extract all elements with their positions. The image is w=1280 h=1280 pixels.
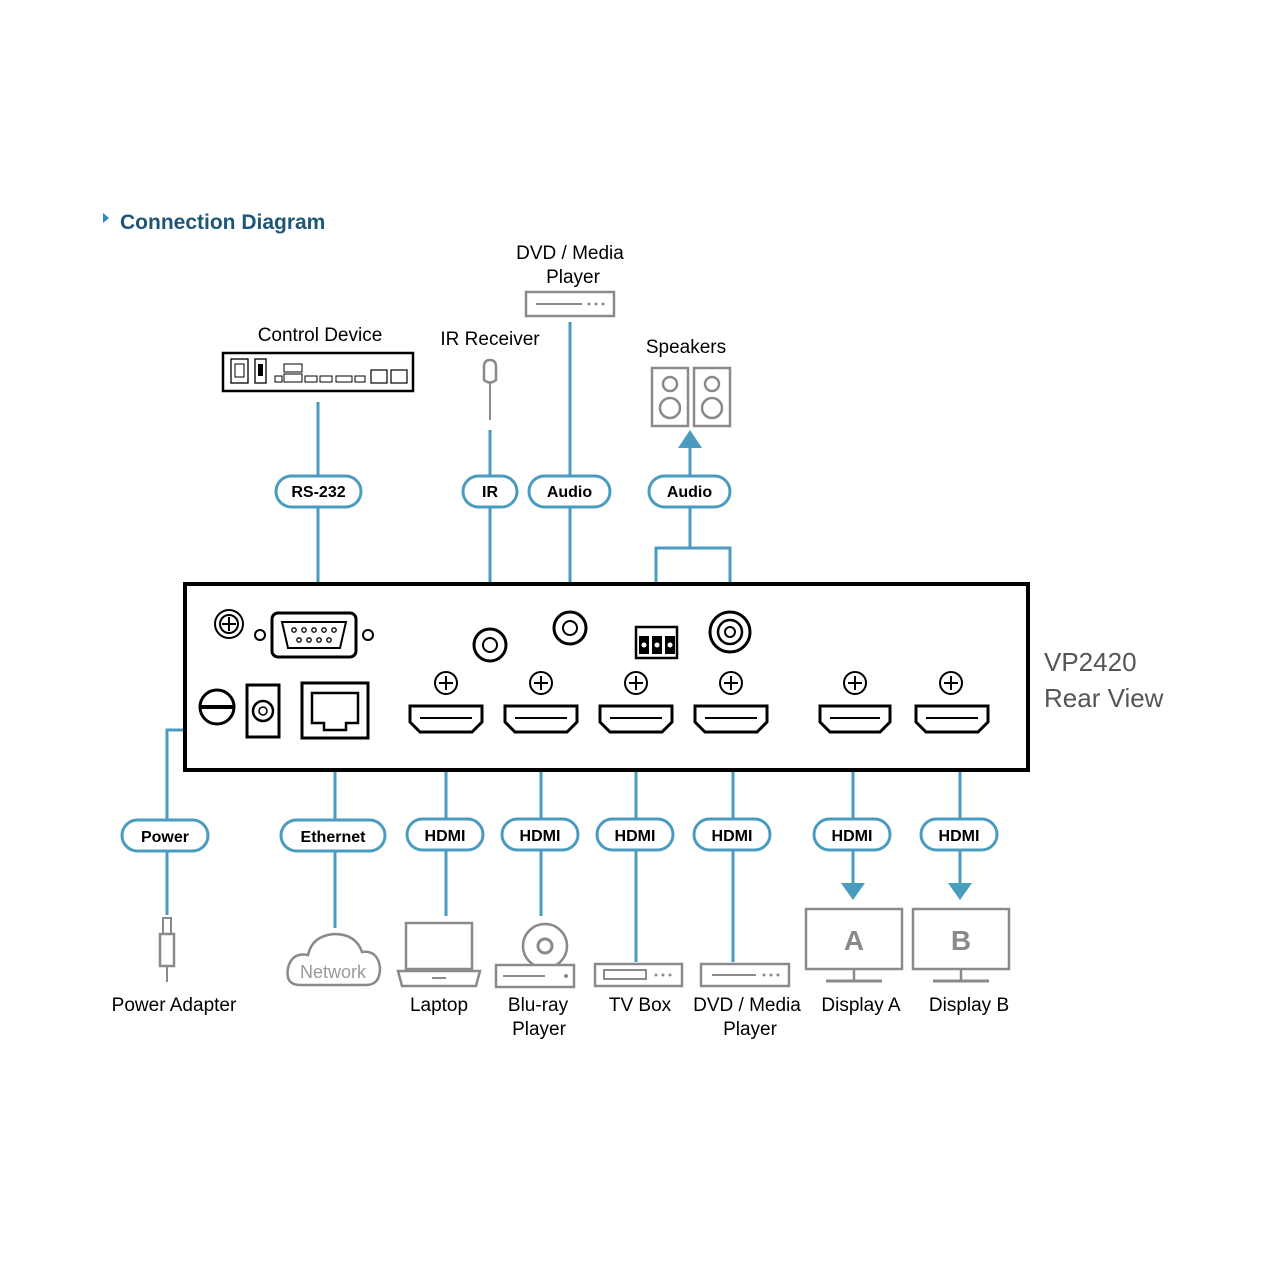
hdmi-out-a-port-icon (818, 671, 892, 734)
display-b-letter: B (951, 925, 971, 956)
svg-text:HDMI: HDMI (939, 828, 980, 845)
audio-in-port-icon (552, 610, 588, 646)
laptop-label: Laptop (410, 995, 468, 1016)
laptop-icon (396, 921, 482, 988)
svg-text:Ethernet: Ethernet (301, 829, 367, 846)
display-a-icon: A (804, 907, 904, 983)
view-label: Rear View (1044, 683, 1164, 713)
svg-text:HDMI: HDMI (425, 828, 466, 845)
ir-receiver-icon (482, 358, 498, 420)
hdmi-in-1-port-icon (408, 671, 484, 734)
hdmi-in-3-port-icon (598, 671, 674, 734)
svg-text:HDMI: HDMI (832, 828, 873, 845)
dvd-player-top-icon (524, 290, 616, 318)
svg-text:IR: IR (482, 484, 498, 501)
hdmi-out-b-arrow (948, 883, 972, 900)
ethernet-pill: Ethernet (279, 818, 387, 853)
ethernet-port-icon (300, 681, 370, 740)
hdmi-in-4-port-icon (693, 671, 769, 734)
ir-receiver-label: IR Receiver (440, 329, 540, 350)
hdmi-out-a-arrow (841, 883, 865, 900)
power-switch-icon (198, 688, 236, 726)
svg-text:Audio: Audio (667, 484, 713, 501)
audio-out-rca-port-icon (708, 610, 752, 654)
hdmi-in-3-pill: HDMI (595, 817, 675, 852)
display-a-letter: A (844, 925, 864, 956)
display-b-icon: B (911, 907, 1011, 983)
svg-text:Audio: Audio (547, 484, 593, 501)
dvd-top-label-line1: DVD / Media (516, 243, 624, 264)
svg-text:HDMI: HDMI (712, 828, 753, 845)
power-pill: Power (120, 818, 210, 853)
ground-screw-icon (214, 609, 244, 639)
title-bullet-icon (103, 213, 109, 223)
tv-box-label: TV Box (609, 995, 672, 1016)
rs232-port-icon (254, 611, 374, 659)
model-name: VP2420 (1044, 647, 1137, 677)
audio-terminal-block-icon (634, 625, 679, 660)
svg-text:Power: Power (141, 829, 189, 846)
power-adapter-label: Power Adapter (112, 995, 237, 1016)
svg-text:RS-232: RS-232 (291, 484, 345, 501)
power-adapter-plug-icon (158, 917, 176, 982)
audio-in-pill: Audio (527, 474, 612, 509)
hdmi-out-b-pill: HDMI (919, 817, 999, 852)
ir-port-icon (472, 627, 508, 663)
audio-out-arrow (678, 430, 702, 448)
speakers-label: Speakers (646, 337, 726, 358)
network-label: Network (300, 962, 367, 982)
control-device-icon (221, 351, 415, 393)
audio-out-pill: Audio (647, 474, 732, 509)
hdmi-out-a-pill: HDMI (812, 817, 892, 852)
display-b-label: Display B (929, 995, 1009, 1016)
tv-box-icon (593, 962, 684, 988)
speakers-icon (650, 366, 732, 428)
hdmi-out-b-port-icon (914, 671, 990, 734)
display-a-label: Display A (821, 995, 901, 1016)
dc-power-jack-icon (245, 683, 281, 739)
svg-text:HDMI: HDMI (615, 828, 656, 845)
dvd-bottom-label-line2: Player (723, 1019, 778, 1040)
svg-text:HDMI: HDMI (520, 828, 561, 845)
network-cloud-icon: Network (286, 932, 382, 987)
hdmi-in-2-pill: HDMI (500, 817, 580, 852)
bluray-player-icon (494, 922, 576, 989)
dvd-bottom-label-line1: DVD / Media (693, 995, 801, 1016)
hdmi-in-2-port-icon (503, 671, 579, 734)
dvd-top-label-line2: Player (546, 267, 601, 288)
hdmi-in-4-pill: HDMI (692, 817, 772, 852)
control-device-label: Control Device (258, 325, 383, 346)
bluray-label-line1: Blu-ray (508, 995, 569, 1016)
rs232-pill: RS-232 (274, 474, 363, 509)
ir-pill: IR (461, 474, 519, 509)
hdmi-in-1-pill: HDMI (405, 817, 485, 852)
bluray-label-line2: Player (512, 1019, 567, 1040)
page-title: Connection Diagram (120, 211, 325, 234)
dvd-player-bottom-icon (699, 962, 791, 988)
